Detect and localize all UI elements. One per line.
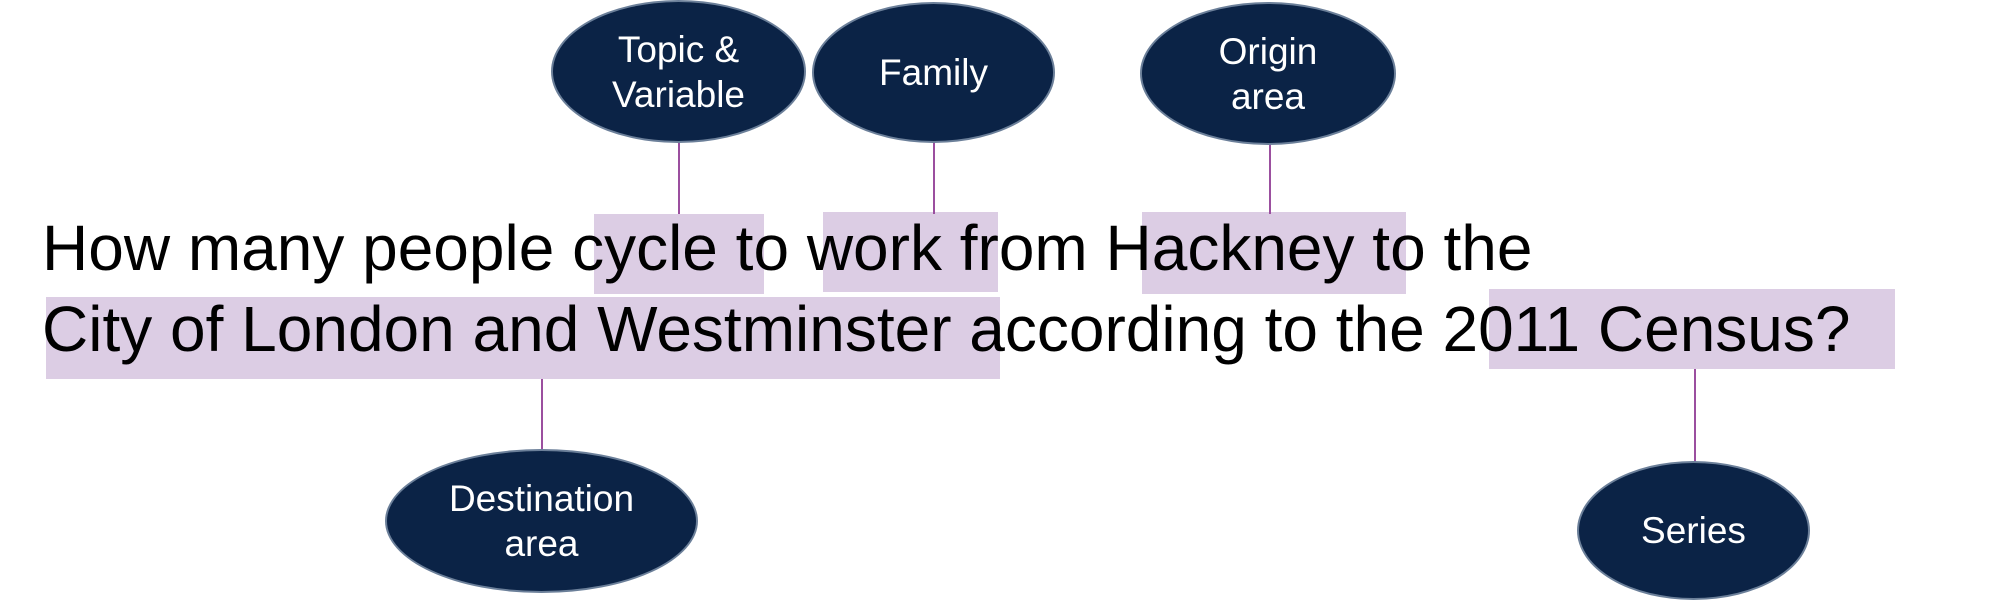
sentence-text: ? bbox=[1814, 293, 1851, 365]
sentence-text: How many people bbox=[42, 212, 573, 284]
series-node: Series bbox=[1577, 461, 1810, 600]
topic-variable-label: Topic & Variable bbox=[611, 28, 745, 115]
origin-area-node: Origin area bbox=[1140, 2, 1396, 145]
sentence-line-2: City of London and Westminster according… bbox=[42, 297, 1850, 361]
highlight-destination bbox=[46, 297, 1000, 379]
sentence-text: from bbox=[941, 212, 1106, 284]
series-label: Series bbox=[1641, 510, 1746, 551]
connector-family bbox=[933, 140, 935, 214]
topic-variable-word: cycle bbox=[572, 212, 718, 284]
sentence-text: to the bbox=[1354, 212, 1533, 284]
sentence-line-1: How many people cycle to work from Hackn… bbox=[42, 216, 1532, 280]
family-label: Family bbox=[879, 52, 988, 93]
sentence-text: according to the bbox=[951, 293, 1443, 365]
destination-area-label: Destination area bbox=[448, 478, 635, 564]
family-word: work bbox=[806, 212, 942, 284]
series-words: 2011 Census bbox=[1442, 293, 1815, 365]
connector-origin bbox=[1269, 140, 1271, 214]
highlight-hackney bbox=[1142, 212, 1406, 294]
origin-area-word: Hackney bbox=[1105, 212, 1355, 284]
destination-area-words: City of London and Westminster bbox=[42, 293, 952, 365]
sentence-text: to bbox=[717, 212, 807, 284]
highlight-work bbox=[823, 212, 998, 292]
destination-area-node: Destination area bbox=[385, 449, 698, 593]
highlight-series bbox=[1489, 289, 1895, 369]
highlight-cycle bbox=[594, 214, 764, 294]
connector-destination bbox=[541, 379, 543, 451]
origin-area-label: Origin area bbox=[1218, 30, 1318, 117]
family-node: Family bbox=[812, 2, 1055, 143]
connector-topic bbox=[678, 140, 680, 214]
connector-series bbox=[1694, 369, 1696, 463]
topic-variable-node: Topic & Variable bbox=[551, 0, 806, 143]
